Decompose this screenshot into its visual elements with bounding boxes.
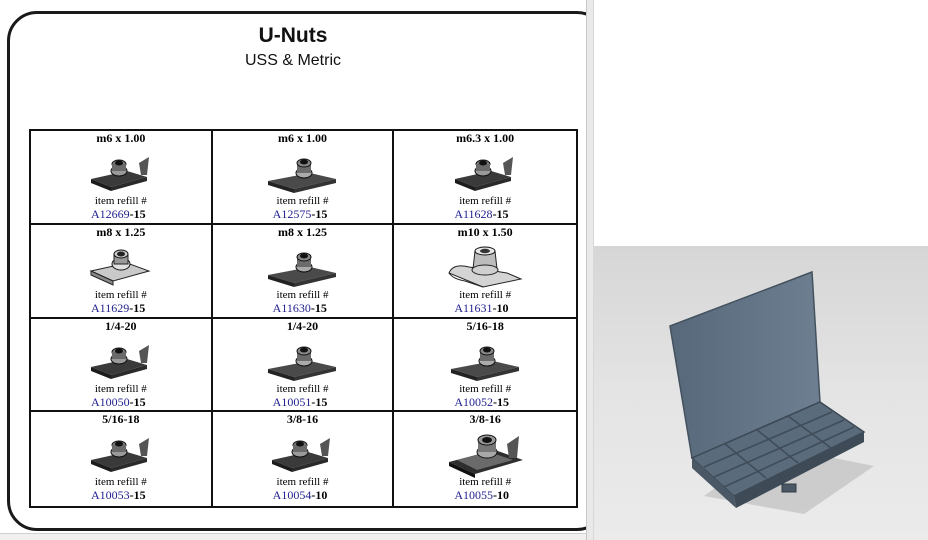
pane-divider[interactable] [586,0,594,540]
item-suffix: -15 [493,394,509,409]
thread-size: m6 x 1.00 [277,131,327,145]
thread-size: 1/4-20 [105,318,137,333]
item-suffix: -15 [492,207,509,221]
u-nut-cell: 1/4-20 item refill # A10051-15 [212,318,395,413]
refill-label: item refill # [459,476,512,489]
u-nut-icon [447,243,523,291]
item-code: A10050-15 [91,395,146,409]
thread-size: m6.3 x 1.00 [456,131,515,145]
thread-size: 5/16-18 [102,412,140,427]
thread-size: m10 x 1.50 [457,224,513,239]
item-code: A10055-10 [454,488,509,502]
item-number-link[interactable]: A10051 [272,394,312,409]
refill-label: item refill # [276,382,329,395]
item-number-link[interactable]: A10053 [91,488,130,503]
item-code: A12575-15 [273,207,328,221]
refill-label: item refill # [276,476,329,489]
u-nut-grid: m6 x 1.00 item refill # A12669-15 m6 x 1… [29,129,578,508]
item-code: A10053-15 [91,488,146,502]
item-code: A11631-10 [454,301,508,315]
item-number-link[interactable]: A12669 [91,207,130,221]
compartment-tray-image [594,246,928,540]
item-number-link[interactable]: A10055 [454,488,493,503]
u-nut-cell: m8 x 1.25 item refill # A11629-15 [31,224,213,319]
thread-size: 3/8-16 [469,412,501,427]
u-nut-cell: m8 x 1.25 item refill # A11630-15 [212,224,395,319]
item-number-link[interactable]: A10050 [91,394,130,409]
refill-label: item refill # [276,195,329,207]
item-suffix: -10 [311,488,328,503]
refill-label: item refill # [94,195,147,207]
item-suffix: -15 [310,300,327,315]
u-nuts-document: U-Nuts USS & Metric m6 x 1.00 item refil… [0,11,586,540]
item-code: A10051-15 [273,395,328,409]
u-nut-cell: 1/4-20 item refill # A10050-15 [31,318,213,413]
item-number-link[interactable]: A10054 [272,488,312,503]
u-nut-icon [83,337,159,385]
thread-size: m6 x 1.00 [96,131,146,145]
u-nut-cell: 5/16-18 item refill # A10053-15 [31,412,213,506]
item-code: A10052-15 [454,395,509,409]
item-suffix: -15 [129,300,146,315]
thread-size: m8 x 1.25 [96,224,146,239]
u-nut-icon [264,337,340,385]
u-nut-icon [83,149,159,197]
item-suffix: -15 [311,394,328,409]
u-nut-icon [83,243,159,291]
page-title: U-Nuts [258,24,328,47]
u-nut-cell: 3/8-16 item refill # A10055-10 [394,412,576,506]
u-nut-cell: m10 x 1.50 item refill # A11631-10 [394,225,576,319]
item-suffix: -15 [311,207,328,221]
item-number-link[interactable]: A11631 [454,300,493,315]
item-code: A11630-15 [273,301,327,315]
thread-size: m8 x 1.25 [277,224,327,239]
u-nut-cell: m6.3 x 1.00 item refill # A11628-15 [394,131,576,225]
u-nut-icon [264,149,340,197]
product-photo-pane [594,0,928,540]
item-suffix: -15 [129,488,146,503]
u-nut-cell: 5/16-18 item refill # A10052-15 [394,319,576,413]
thread-size: 3/8-16 [286,412,319,427]
item-suffix: -15 [129,207,146,221]
page-bottom-edge [0,533,586,540]
u-nut-icon [447,337,523,385]
u-nut-icon [447,149,523,197]
item-number-link[interactable]: A11628 [454,207,493,221]
u-nut-icon [264,430,340,478]
u-nut-cell: m6 x 1.00 item refill # A12669-15 [31,131,213,225]
u-nut-icon [83,430,159,478]
thread-size: 1/4-20 [286,318,319,333]
refill-label: item refill # [276,288,329,301]
item-number-link[interactable]: A10052 [454,394,493,409]
item-number-link[interactable]: A11630 [272,300,311,315]
item-code: A12669-15 [91,207,146,221]
refill-label: item refill # [94,288,147,301]
u-nut-icon [447,430,523,478]
item-suffix: -10 [493,488,509,503]
refill-label: item refill # [94,476,147,489]
refill-label: item refill # [94,382,147,395]
item-code: A11628-15 [454,207,508,221]
item-number-link[interactable]: A11629 [91,300,130,315]
item-suffix: -10 [492,300,509,315]
u-nut-icon [264,243,340,291]
thread-size: 5/16-18 [466,318,504,333]
u-nut-cell: 3/8-16 item refill # A10054-10 [213,412,395,506]
refill-label: item refill # [459,382,512,395]
item-number-link[interactable]: A12575 [272,207,312,221]
refill-label: item refill # [459,288,512,301]
u-nut-cell: m6 x 1.00 item refill # A12575-15 [212,131,395,225]
page-subtitle: USS & Metric [244,52,341,69]
item-suffix: -15 [129,394,146,409]
item-code: A11629-15 [91,301,145,315]
refill-label: item refill # [459,195,512,207]
item-code: A10054-10 [273,488,328,502]
